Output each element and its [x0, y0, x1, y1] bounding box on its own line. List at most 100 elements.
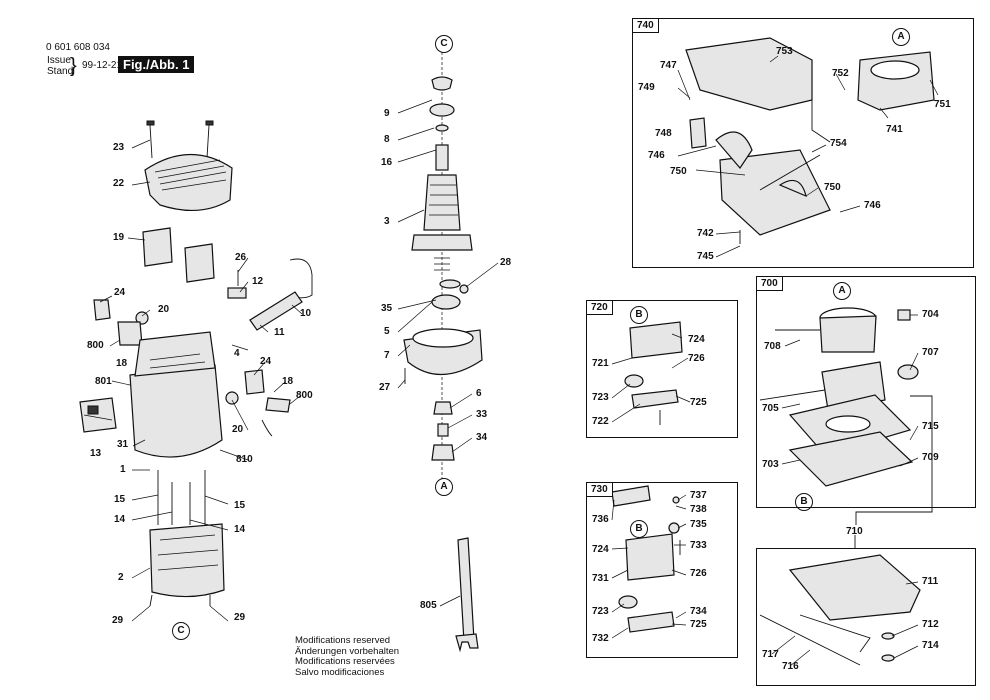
label-715: 715 [922, 421, 939, 432]
label-737: 737 [690, 490, 707, 501]
label-16: 16 [381, 157, 393, 168]
label-750b: 750 [824, 182, 841, 193]
label-8: 8 [384, 134, 390, 145]
connector-a-740: A [892, 28, 910, 46]
connector-a-700: A [833, 282, 851, 300]
label-723a: 723 [592, 392, 609, 403]
label-11: 11 [274, 327, 285, 338]
label-716: 716 [782, 661, 799, 672]
connector-b-700: B [795, 493, 813, 511]
issue-label: Issue [47, 55, 71, 66]
issue-date: 99-12-21 [82, 60, 123, 71]
label-747: 747 [660, 60, 677, 71]
connector-c-top: C [435, 35, 453, 53]
box-700: 700 [756, 276, 976, 508]
label-741: 741 [886, 124, 903, 135]
label-748: 748 [655, 128, 672, 139]
label-800a: 800 [87, 340, 104, 351]
label-708: 708 [764, 341, 781, 352]
label-14a: 14 [114, 514, 126, 525]
label-805: 805 [420, 600, 437, 611]
note-en: Modifications reserved [295, 635, 391, 646]
label-733: 733 [690, 540, 707, 551]
figure-label: Fig./Abb. 1 [118, 56, 195, 73]
connector-a-middle: A [435, 478, 453, 496]
label-1: 1 [120, 464, 126, 475]
label-14b: 14 [234, 524, 246, 535]
label-726b: 726 [690, 568, 707, 579]
label-731: 731 [592, 573, 609, 584]
label-717: 717 [762, 649, 779, 660]
label-15b: 15 [234, 500, 246, 511]
label-3: 3 [384, 216, 390, 227]
label-732: 732 [592, 633, 609, 644]
label-7: 7 [384, 350, 390, 361]
label-18a: 18 [116, 358, 128, 369]
label-2: 2 [118, 572, 124, 583]
label-12: 12 [252, 276, 264, 287]
connector-b-720: B [630, 306, 648, 324]
label-705: 705 [762, 403, 779, 414]
label-29a: 29 [112, 615, 124, 626]
label-725b: 725 [690, 619, 707, 630]
label-26: 26 [235, 252, 247, 263]
label-753: 753 [776, 46, 793, 57]
label-709: 709 [922, 452, 939, 463]
box-720: 720 [586, 300, 738, 438]
label-735: 735 [690, 519, 707, 530]
box-730: 730 [586, 482, 738, 658]
label-31: 31 [117, 439, 129, 450]
label-20a: 20 [158, 304, 170, 315]
brace: } [70, 55, 77, 77]
label-746b: 746 [864, 200, 881, 211]
label-742: 742 [697, 228, 714, 239]
label-800b: 800 [296, 390, 313, 401]
label-710: 710 [846, 526, 863, 537]
label-810: 810 [236, 454, 253, 465]
label-27: 27 [379, 382, 391, 393]
label-15a: 15 [114, 494, 126, 505]
connector-c-bottom: C [172, 622, 190, 640]
label-703: 703 [762, 459, 779, 470]
label-28: 28 [500, 257, 512, 268]
label-721: 721 [592, 358, 609, 369]
label-10: 10 [300, 308, 312, 319]
label-5: 5 [384, 326, 390, 337]
label-33: 33 [476, 409, 488, 420]
label-726a: 726 [688, 353, 705, 364]
label-734: 734 [690, 606, 707, 617]
label-13: 13 [90, 448, 102, 459]
label-750a: 750 [670, 166, 687, 177]
label-749: 749 [638, 82, 655, 93]
label-751: 751 [934, 99, 951, 110]
label-738: 738 [690, 504, 707, 515]
label-754: 754 [830, 138, 847, 149]
note-es: Salvo modificaciones [295, 666, 385, 678]
label-19: 19 [113, 232, 125, 243]
label-23: 23 [113, 142, 125, 153]
modification-notes: Modifications reserved Änderungen vorbeh… [295, 635, 400, 678]
label-714: 714 [922, 640, 939, 651]
stand-label: Stand [47, 66, 74, 77]
label-801: 801 [95, 376, 112, 387]
label-736: 736 [592, 514, 609, 525]
box-740: 740 [632, 18, 974, 268]
label-711: 711 [922, 576, 939, 587]
box-710 [756, 548, 976, 686]
box-720-tag: 720 [586, 300, 613, 315]
label-22: 22 [113, 178, 125, 189]
part-number: 0 601 608 034 [46, 42, 110, 53]
label-707: 707 [922, 347, 939, 358]
label-24a: 24 [114, 287, 126, 298]
label-725a: 725 [690, 397, 707, 408]
connector-b-730: B [630, 520, 648, 538]
label-722: 722 [592, 416, 609, 427]
box-740-tag: 740 [632, 18, 659, 33]
label-723b: 723 [592, 606, 609, 617]
note-fr: Modifications reservées [295, 656, 395, 667]
label-752: 752 [832, 68, 849, 79]
label-704: 704 [922, 309, 939, 320]
note-de: Änderungen vorbehalten [295, 645, 400, 657]
label-9: 9 [384, 108, 390, 119]
label-6: 6 [476, 388, 482, 399]
